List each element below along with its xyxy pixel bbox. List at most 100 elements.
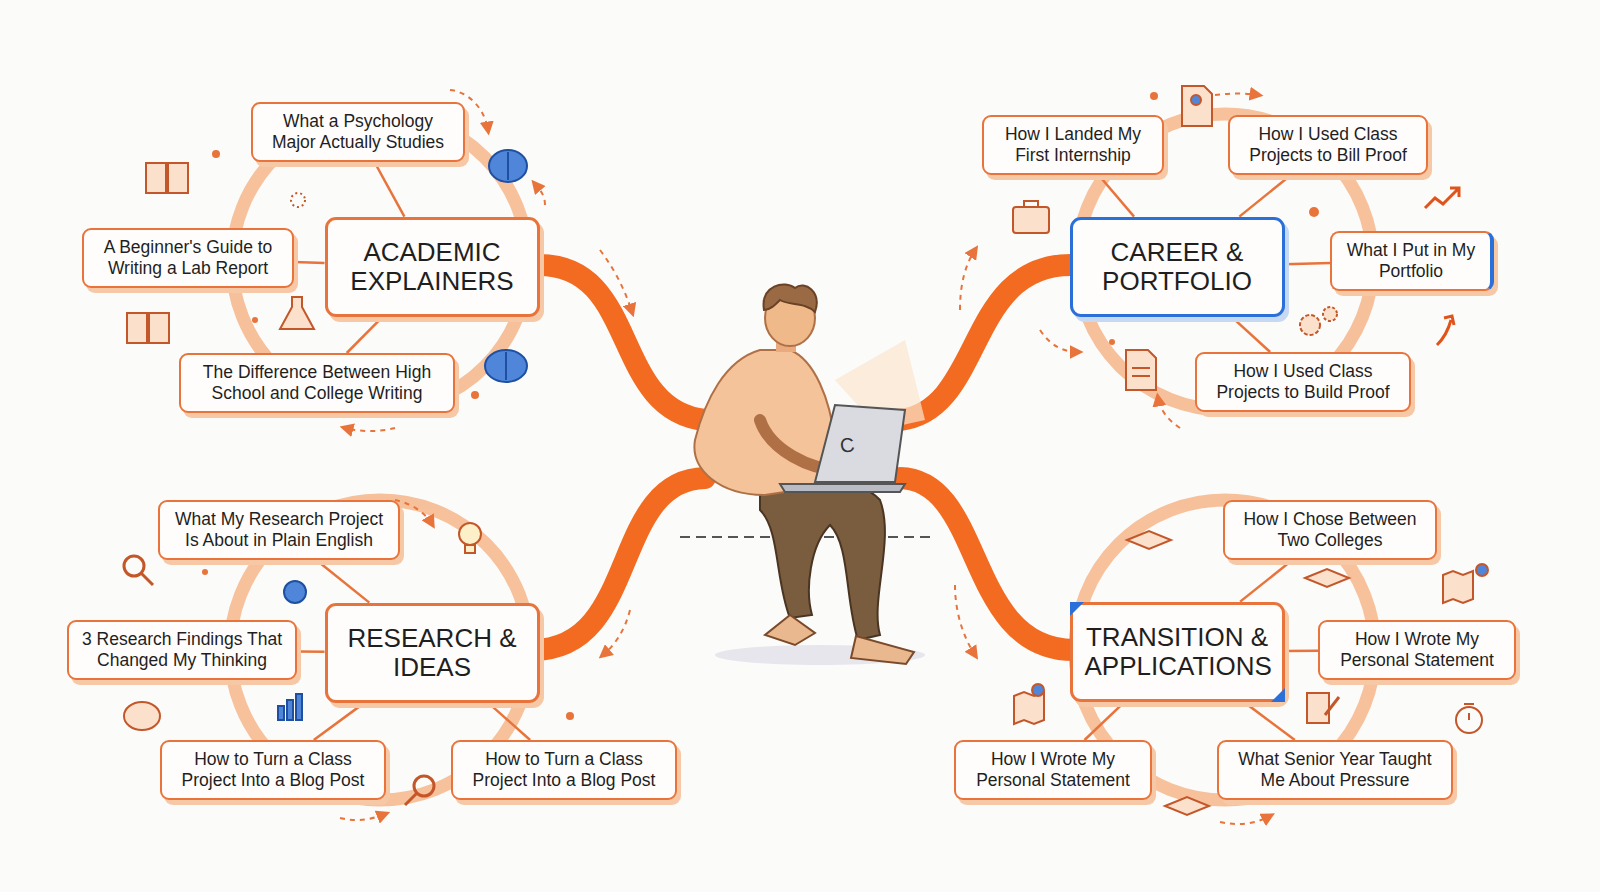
topic-box: The Difference Between High School and C… [179,353,455,413]
dot [566,712,574,720]
branch-line [374,162,404,217]
flask-icon [280,297,314,329]
branch-line [314,703,364,740]
box-text: What I Put in My Portfolio [1343,240,1479,282]
topic-box: How to Turn a Class Project Into a Blog … [160,740,386,800]
briefcase-icon [1013,201,1049,233]
hair [764,284,817,312]
branch-line [1239,175,1291,217]
hub-rings [230,114,1375,800]
legs [760,476,885,640]
brain-icon [489,150,527,182]
dash-arrow [535,184,545,205]
dash-arrow [955,585,975,655]
topic-box: How I Used Class Projects to Build Proof [1195,352,1411,412]
sparkle [291,193,305,207]
branch-line [1232,317,1270,352]
dash-arrow [340,814,385,820]
dash-arrow [1215,94,1258,96]
box-text: 3 Research Findings That Changed My Thin… [80,629,284,671]
topic-box: How I Landed My First Internship [982,115,1164,175]
up-arrow [1437,316,1454,345]
box-text: How to Turn a Class Project Into a Blog … [173,749,373,791]
lightbulb-icon [459,523,481,553]
box-text: A Beginner's Guide to Writing a Lab Repo… [95,237,281,279]
box-text: How I Landed My First Internship [995,124,1151,166]
branch-line [1240,560,1292,602]
dot [1150,92,1158,100]
band [533,478,705,650]
box-text: CAREER & PORTFOLIO [1085,238,1270,297]
topic-box: How to Turn a Class Project Into a Blog … [451,740,677,800]
box-text: How I Wrote My Personal Statement [967,749,1139,791]
question-icon [124,702,160,730]
branch-bands [533,265,1074,650]
dot [202,569,208,575]
dash-arrow [1040,330,1078,352]
dash-arrow [395,500,432,524]
topic-box: What Senior Year Taught Me About Pressur… [1217,740,1453,800]
branch-line [1244,702,1294,740]
box-text: TRANSITION & APPLICATIONS [1085,623,1270,682]
box-text: The Difference Between High School and C… [192,362,442,404]
book-icon [146,163,188,193]
magnifier-icon [405,776,434,805]
brain-icon [485,350,527,382]
grad-cap-icon [1305,569,1349,587]
box-text: How to Turn a Class Project Into a Blog … [464,749,664,791]
map-icon [1014,684,1044,724]
band [900,265,1074,420]
box-text: How I Used Class Projects to Build Proof [1208,361,1398,403]
branch-line [1085,702,1125,740]
branch-line [347,317,382,353]
hub-box: CAREER & PORTFOLIO [1070,217,1285,318]
dot [252,317,258,323]
box-text: What a Psychology Major Actually Studies [264,111,452,153]
laptop-logo: C [839,433,857,458]
branch-line [297,650,325,653]
box-text: What Senior Year Taught Me About Pressur… [1230,749,1440,791]
branch-line [294,262,325,263]
box-text: RESEARCH & IDEAS [340,624,525,683]
box-text: What My Research Project Is About in Pla… [171,509,387,551]
grad-cap-icon [1165,797,1209,815]
hub-box: RESEARCH & IDEAS [325,603,540,704]
document-icon [1182,86,1212,126]
icons [124,86,1488,815]
box-text: How I Chose Between Two Colleges [1236,509,1424,551]
dot [1309,207,1319,217]
dot [1109,339,1115,345]
laptop-base [780,484,905,492]
box-text: ACADEMIC EXPLAINERS [340,238,525,297]
dash-arrow [603,610,630,655]
pie-icon [284,581,306,603]
box-text: How I Used Class Projects to Bill Proof [1241,124,1415,166]
branch-line [489,703,530,740]
dash-arrow [1158,398,1180,428]
band [536,265,705,420]
branch-line [1285,263,1331,264]
topic-box: What My Research Project Is About in Pla… [158,500,400,560]
magnifier-icon [124,556,153,585]
pencil-doc-icon [1307,693,1339,723]
map-icon [1443,564,1488,603]
box-text: How I Wrote My Personal Statement [1331,629,1503,671]
shoe [851,636,914,664]
topic-box: What a Psychology Major Actually Studies [251,102,465,162]
hub-box: ACADEMIC EXPLAINERS [325,217,540,318]
branch-line [316,560,369,603]
branch-line [1285,650,1319,653]
band [900,478,1074,650]
book-icon [127,313,169,343]
grad-cap-icon [1127,531,1171,549]
gears-icon [1300,307,1337,335]
person-figure [680,284,935,665]
trend-arrow [1425,188,1459,208]
dot [212,150,220,158]
dash-arrow [345,428,395,431]
topic-box: How I Wrote My Personal Statement [954,740,1152,800]
dash-arrow [600,250,632,312]
topic-box: What I Put in My Portfolio [1330,231,1494,291]
shoe [765,615,815,645]
